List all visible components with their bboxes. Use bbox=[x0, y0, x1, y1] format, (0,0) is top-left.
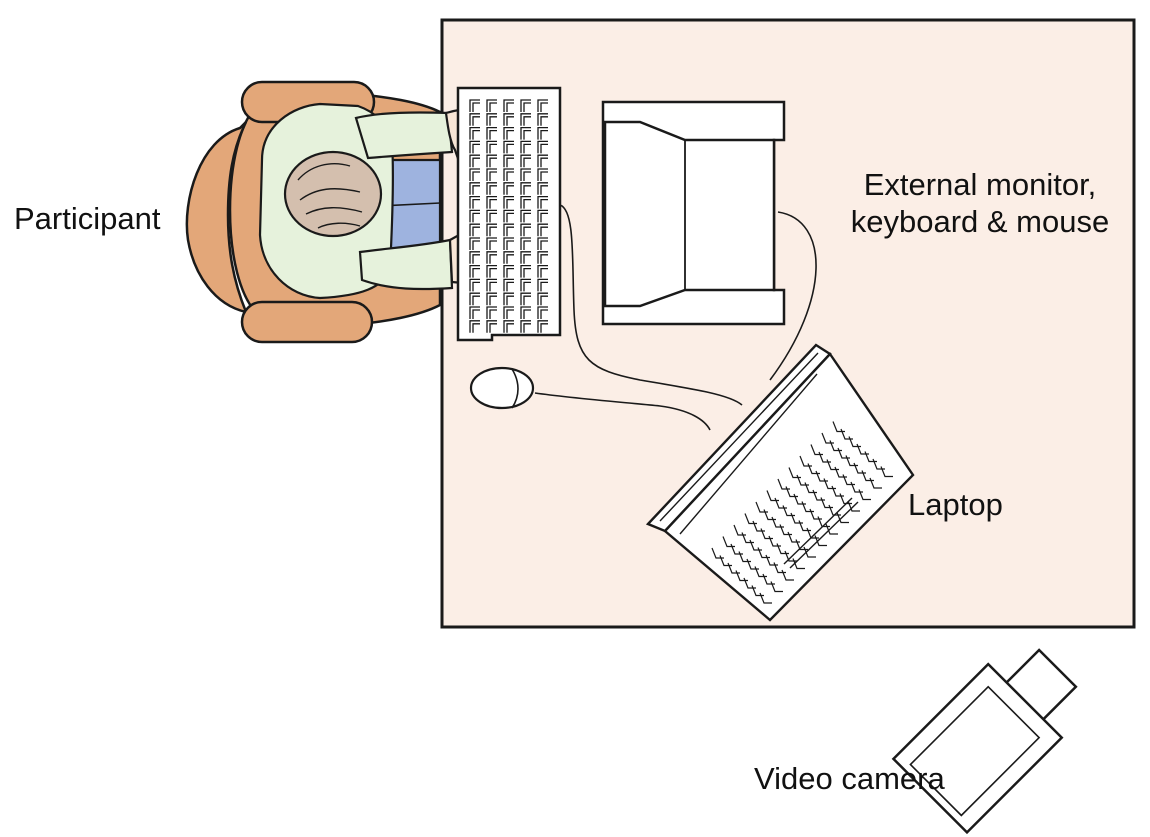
lower-arm bbox=[358, 238, 454, 291]
upper-arm bbox=[354, 111, 454, 160]
participant-figure bbox=[258, 102, 519, 300]
video-camera bbox=[891, 648, 1078, 835]
external-keyboard bbox=[456, 86, 562, 342]
laptop bbox=[645, 343, 915, 622]
label-external-devices: External monitor, keyboard & mouse bbox=[846, 166, 1114, 240]
external-monitor bbox=[601, 100, 786, 326]
mouse bbox=[469, 366, 535, 410]
label-laptop: Laptop bbox=[908, 487, 1003, 522]
head bbox=[283, 150, 383, 238]
label-external-line1: External monitor, bbox=[863, 167, 1097, 202]
label-participant: Participant bbox=[14, 201, 161, 236]
label-video-camera: Video camera bbox=[754, 761, 945, 796]
label-external-line2: keyboard & mouse bbox=[850, 204, 1110, 240]
cables bbox=[534, 204, 817, 431]
